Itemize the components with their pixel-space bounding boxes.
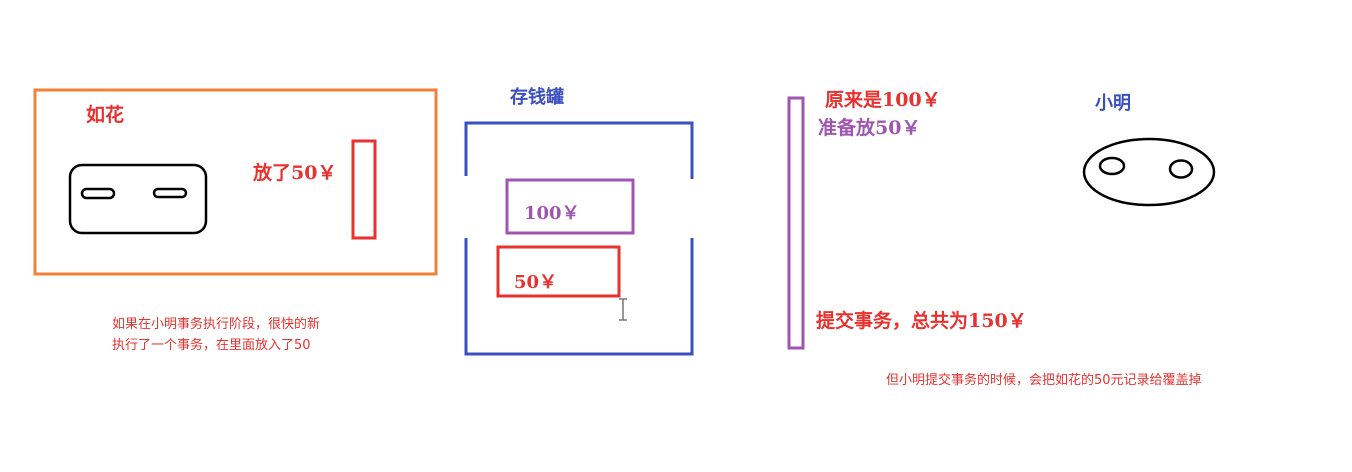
ruhua-name: 如花: [86, 104, 125, 126]
ruhua-face: [68, 163, 208, 235]
ruhua-left-eye: [80, 187, 116, 200]
xiaoming-commit-label: 提交事务，总共为150￥: [816, 310, 1027, 332]
ruhua-right-eye: [152, 187, 188, 199]
xiaoming-face: [1082, 137, 1216, 207]
xiaoming-purple-bar: [787, 96, 805, 350]
xiaoming-prepare-label: 准备放50￥: [818, 117, 921, 139]
left-note-line-2: 执行了一个事务，在里面放入了50: [112, 338, 311, 353]
ruhua-frame: [33, 88, 438, 276]
piggy-bank-title: 存钱罐: [510, 87, 564, 108]
amount-50-box: [496, 245, 621, 298]
xiaoming-right-eye: [1168, 159, 1194, 179]
xiaoming-original-label: 原来是100￥: [825, 89, 941, 111]
amount-50-label: 50￥: [514, 272, 558, 293]
xiaoming-name: 小明: [1095, 93, 1131, 114]
amount-100-label: 100￥: [524, 203, 580, 224]
amount-100-box: [505, 178, 635, 235]
piggy-bank-bottom: [464, 238, 694, 356]
ruhua-put-label: 放了50￥: [253, 162, 337, 184]
piggy-bank-top: [464, 121, 694, 179]
ruhua-red-bar: [351, 139, 377, 240]
xiaoming-left-eye: [1098, 156, 1126, 176]
right-note: 但小明提交事务的时候，会把如花的50元记录给覆盖掉: [886, 373, 1202, 388]
left-note-line-1: 如果在小明事务执行阶段，很快的新: [112, 317, 321, 332]
left-note: 如果在小明事务执行阶段，很快的新 执行了一个事务，在里面放入了50: [112, 314, 320, 356]
text-cursor-icon: [619, 298, 627, 321]
